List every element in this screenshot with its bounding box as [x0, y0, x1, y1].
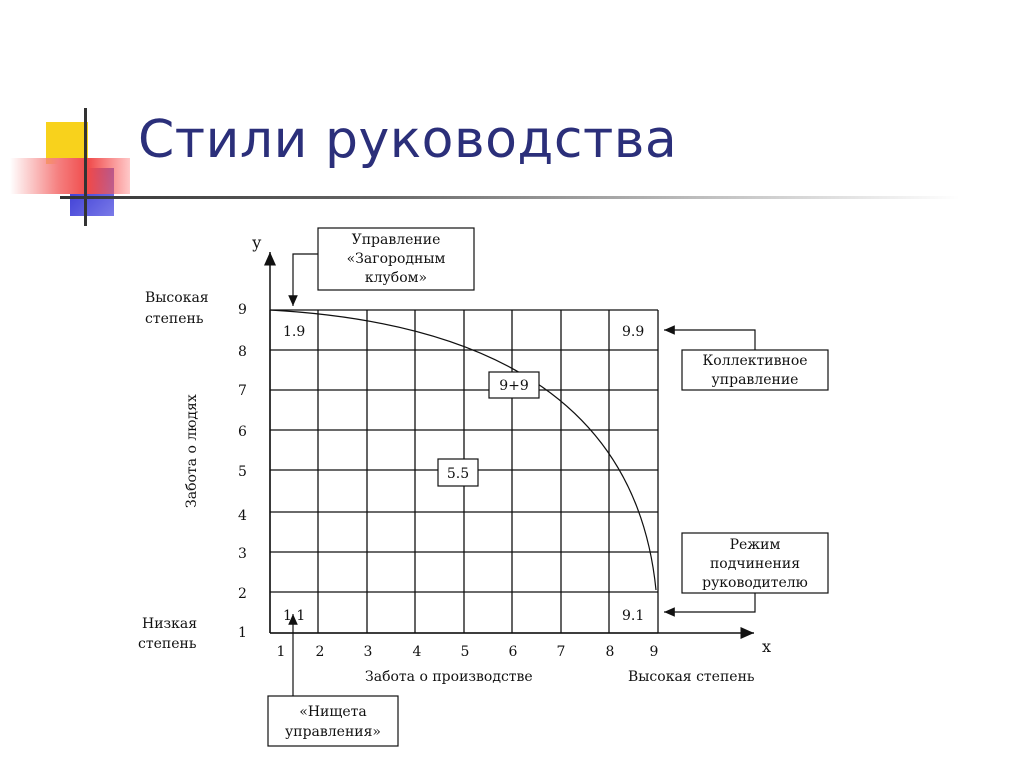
callout-poverty: [267, 695, 399, 747]
y-tick-label: 6: [238, 424, 247, 440]
x-tick-label: 2: [316, 644, 325, 660]
y-tick-label: 5: [238, 464, 247, 480]
callout-poverty-1: «Нищета: [299, 704, 367, 720]
callout-authority-3: руководителю: [702, 575, 808, 591]
y-axis-title: Забота о людях: [184, 394, 200, 508]
callout-country-club-2: «Загородным: [347, 251, 446, 267]
box-9plus9: [488, 371, 540, 399]
y-tick-label: 8: [238, 344, 247, 360]
team-curve: [269, 309, 657, 591]
y-axis-letter: у: [252, 233, 262, 252]
cell-9-1: 9.1: [622, 608, 644, 624]
box-9plus9-label: 9+9: [499, 378, 529, 394]
deco-red-bar: [10, 158, 130, 194]
x-tick-label: 4: [413, 644, 422, 660]
callout-authority-2: подчинения: [710, 556, 800, 572]
callout-authority-1: Режим: [730, 537, 781, 553]
callout-authority: [681, 532, 829, 594]
x-axis-letter: х: [762, 637, 771, 656]
cell-9-9: 9.9: [622, 324, 644, 340]
callout-country-club-3: клубом»: [365, 270, 427, 286]
y-tick-label: 4: [238, 508, 247, 524]
callout-country-club-1: Управление: [352, 232, 441, 248]
callout-country-club: [317, 227, 475, 291]
x-axis-title: Забота о производстве: [365, 669, 533, 685]
x-tick-label: 6: [509, 644, 518, 660]
callout-team-1: Коллективное: [702, 353, 807, 369]
x-high-label: Высокая степень: [628, 669, 755, 685]
y-low-label-2: степень: [138, 636, 197, 652]
deco-vertical-line: [84, 108, 87, 226]
y-high-label-1: Высокая: [145, 290, 209, 306]
callout-team-2: управление: [712, 372, 799, 388]
x-tick-label: 5: [461, 644, 470, 660]
box-5-5: [437, 458, 479, 487]
x-tick-label: 1: [277, 644, 286, 660]
box-5-5-label: 5.5: [447, 466, 469, 482]
callout-authority-arrow: [664, 593, 756, 617]
callout-team: [681, 349, 829, 391]
callout-country-club-arrow: [288, 253, 318, 306]
callout-poverty-2: управления»: [285, 724, 381, 740]
y-tick-label: 2: [238, 586, 247, 602]
y-tick-label: 1: [238, 625, 247, 641]
page-title: Стили руководства: [138, 110, 678, 170]
callout-team-arrow: [664, 325, 756, 350]
cell-1-1: 1.1: [283, 608, 305, 624]
deco-yellow-square: [46, 122, 88, 164]
y-tick-label: 7: [238, 383, 247, 399]
y-low-label-1: Низкая: [142, 616, 197, 632]
x-tick-label: 8: [606, 644, 615, 660]
y-high-label-2: степень: [145, 311, 204, 327]
x-tick-label: 7: [557, 644, 566, 660]
cell-1-9: 1.9: [283, 324, 305, 340]
y-tick-label: 3: [238, 546, 247, 562]
x-tick-label: 9: [650, 644, 659, 660]
title-divider: [60, 196, 960, 199]
x-tick-label: 3: [364, 644, 373, 660]
y-tick-label: 9: [238, 302, 247, 318]
